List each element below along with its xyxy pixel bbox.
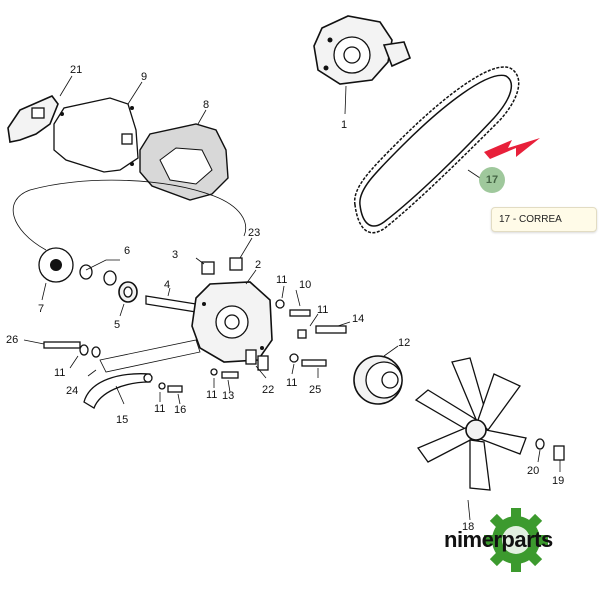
part-label-23[interactable]: 23 [248, 227, 260, 239]
gasket-part[interactable] [53, 97, 139, 173]
washer-part[interactable] [79, 259, 120, 286]
part-callout-tooltip[interactable]: 17 - CORREA [491, 207, 597, 232]
part-label-11e[interactable]: 11 [206, 389, 217, 401]
plug-part[interactable] [201, 261, 215, 275]
part-label-14[interactable]: 14 [352, 313, 364, 325]
fan-part[interactable] [414, 357, 527, 491]
part-label-12[interactable]: 12 [398, 337, 410, 349]
highlight-badge[interactable]: 17 [479, 167, 505, 193]
part-label-20[interactable]: 20 [527, 465, 539, 477]
part-label-11b[interactable]: 11 [317, 304, 328, 316]
part-label-21[interactable]: 21 [70, 64, 82, 76]
sensor-part[interactable] [229, 257, 243, 271]
part-label-9[interactable]: 9 [141, 71, 147, 83]
bearing-part[interactable] [118, 281, 138, 303]
pulley-part[interactable] [38, 247, 74, 283]
fan-bolt-part[interactable] [535, 438, 565, 461]
part-label-5[interactable]: 5 [114, 319, 120, 331]
part-label-18[interactable]: 18 [462, 521, 474, 533]
brand-gear-icon [484, 508, 548, 572]
belt-part[interactable] [353, 66, 520, 234]
gasket-textured-part[interactable] [139, 123, 229, 201]
pump-housing-part[interactable] [191, 281, 273, 363]
mount-bolt-part[interactable] [210, 349, 327, 379]
part-label-8[interactable]: 8 [203, 99, 209, 111]
part-label-22[interactable]: 22 [262, 384, 274, 396]
tensioner-arm-part[interactable] [83, 373, 153, 409]
part-label-13[interactable]: 13 [222, 390, 234, 402]
shaft-part[interactable] [145, 295, 197, 313]
highlight-arrow [484, 138, 540, 159]
water-pump-part[interactable] [313, 15, 412, 85]
part-label-11[interactable]: 11 [276, 274, 287, 286]
part-label-24[interactable]: 24 [66, 385, 78, 397]
part-label-1[interactable]: 1 [341, 119, 347, 131]
part-label-11f[interactable]: 11 [286, 377, 297, 389]
tensioner-bolt-part[interactable] [158, 382, 183, 393]
part-label-15[interactable]: 15 [116, 414, 128, 426]
part-label-16[interactable]: 16 [174, 404, 186, 416]
part-label-6[interactable]: 6 [124, 245, 130, 257]
brand-logo-text: nimerparts [444, 527, 553, 552]
part-label-2[interactable]: 2 [255, 259, 261, 271]
bracket-plate-part[interactable] [7, 95, 59, 143]
part-label-26[interactable]: 26 [6, 334, 18, 346]
bolt-part[interactable] [275, 299, 347, 339]
stud-part[interactable] [43, 341, 101, 358]
part-label-3[interactable]: 3 [172, 249, 178, 261]
fan-pulley-part[interactable] [353, 355, 403, 405]
part-label-10[interactable]: 10 [299, 279, 311, 291]
part-label-19[interactable]: 19 [552, 475, 564, 487]
part-label-25[interactable]: 25 [309, 384, 321, 396]
part-label-7[interactable]: 7 [38, 303, 44, 315]
part-label-4[interactable]: 4 [164, 279, 170, 291]
part-label-11d[interactable]: 11 [154, 403, 165, 415]
part-label-11c[interactable]: 11 [54, 367, 65, 379]
